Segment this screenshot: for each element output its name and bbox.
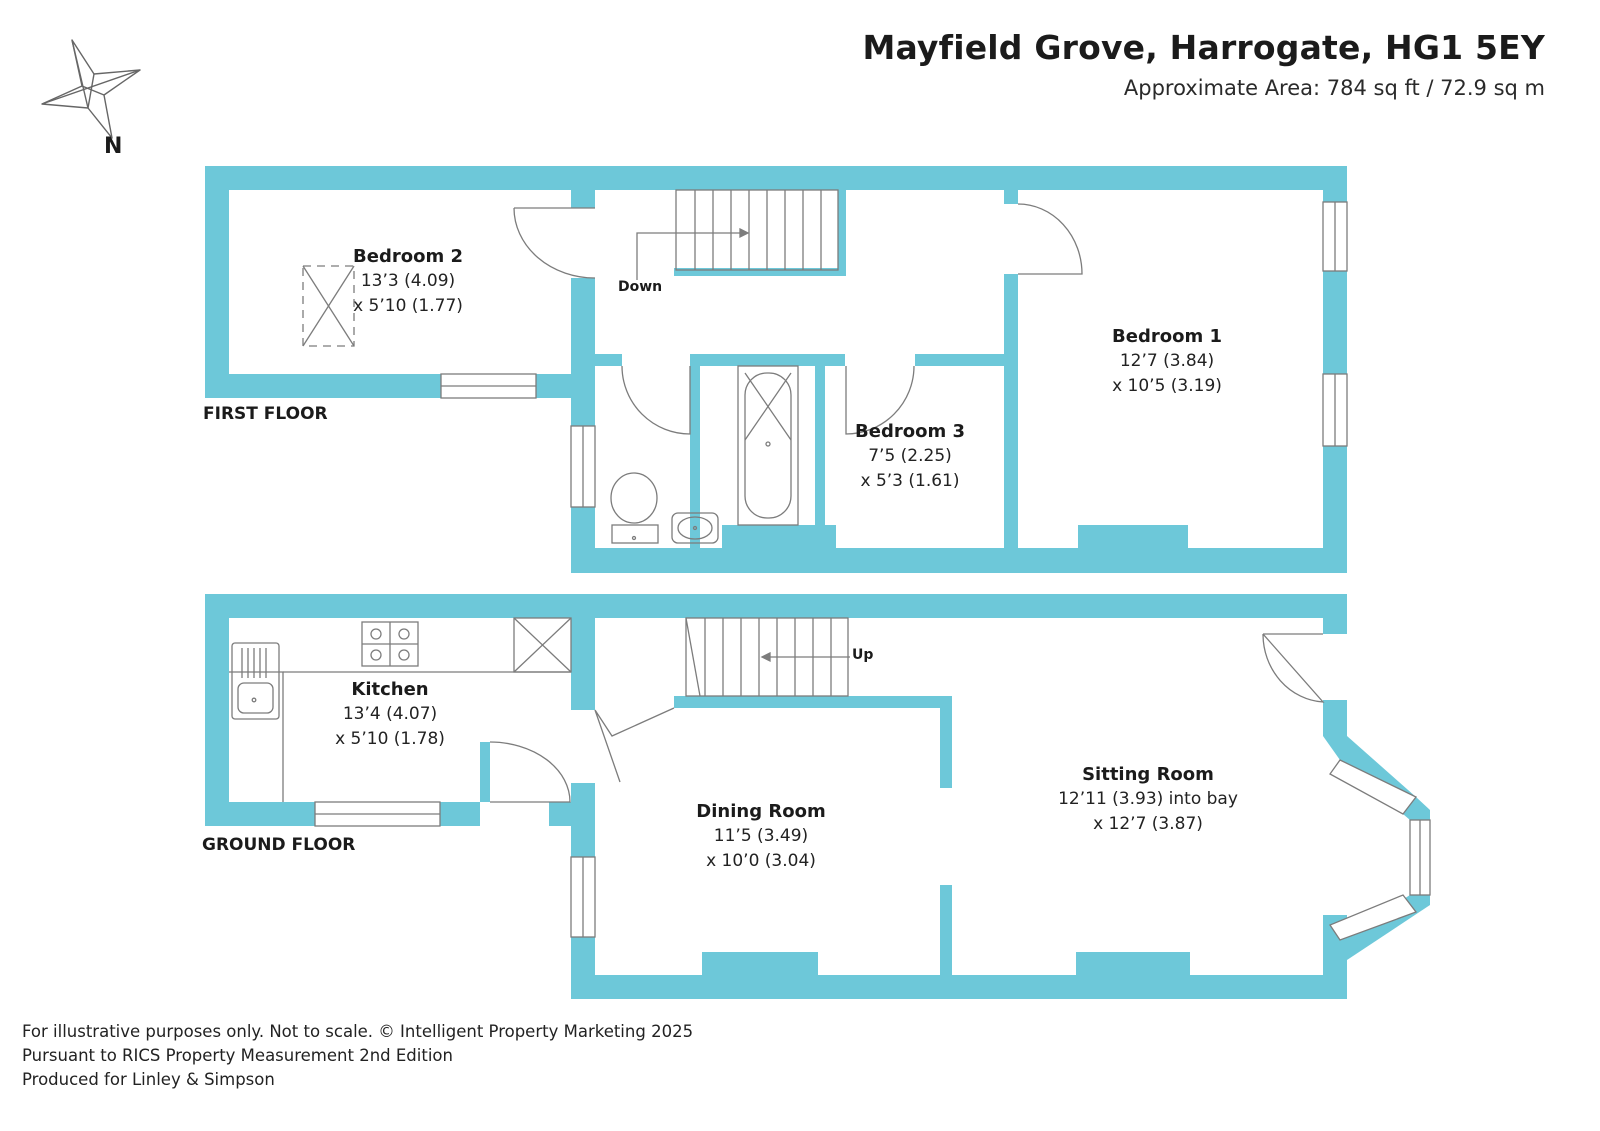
room-dimension: 13’4 (4.07) <box>342 704 438 724</box>
room-name: Bedroom 3 <box>855 421 965 442</box>
page-title: Mayfield Grove, Harrogate, HG1 5EY <box>862 28 1545 67</box>
room-dimension: 12’7 (3.84) <box>1119 351 1215 371</box>
room-dimension: x 5’10 (1.77) <box>353 296 463 316</box>
first-floor-label: FIRST FLOOR <box>203 404 328 424</box>
room-dimension: x 5’10 (1.78) <box>335 729 445 749</box>
fixtures <box>229 189 1431 941</box>
room-bedroom-1: Bedroom 1 12’7 (3.84) x 10’5 (3.19) <box>1112 324 1222 399</box>
first-floor-walls <box>205 166 1347 573</box>
room-dimension: x 5’3 (1.61) <box>860 471 960 491</box>
ground-floor-label: GROUND FLOOR <box>202 835 356 855</box>
room-bedroom-3: Bedroom 3 7’5 (2.25) x 5’3 (1.61) <box>855 419 965 494</box>
footer-line: For illustrative purposes only. Not to s… <box>22 1022 694 1041</box>
north-label: N <box>104 134 123 159</box>
footer-notes: For illustrative purposes only. Not to s… <box>22 1020 693 1092</box>
room-bedroom-2: Bedroom 2 13’3 (4.09) x 5’10 (1.77) <box>353 244 463 319</box>
room-sitting: Sitting Room 12’11 (3.93) into bay x 12’… <box>1058 762 1238 837</box>
room-name: Dining Room <box>696 801 826 822</box>
room-dimension: 12’11 (3.93) into bay <box>1058 789 1238 809</box>
ground-floor-walls <box>205 594 1430 999</box>
footer-line: Pursuant to RICS Property Measurement 2n… <box>22 1046 453 1065</box>
room-name: Bedroom 2 <box>353 246 463 267</box>
stairs-up-label: Up <box>852 647 874 663</box>
room-name: Bedroom 1 <box>1112 326 1222 347</box>
room-dining: Dining Room 11’5 (3.49) x 10’0 (3.04) <box>696 799 825 874</box>
room-dimension: x 12’7 (3.87) <box>1093 814 1203 834</box>
compass-icon <box>41 39 141 139</box>
room-dimension: 7’5 (2.25) <box>868 446 952 466</box>
room-name: Kitchen <box>351 679 429 700</box>
room-dimension: 13’3 (4.09) <box>360 271 456 291</box>
area-summary: Approximate Area: 784 sq ft / 72.9 sq m <box>1123 76 1545 100</box>
room-dimension: x 10’5 (3.19) <box>1112 376 1222 396</box>
room-dimension: x 10’0 (3.04) <box>706 851 816 871</box>
footer-line: Produced for Linley & Simpson <box>22 1070 275 1089</box>
room-dimension: 11’5 (3.49) <box>713 826 809 846</box>
room-kitchen: Kitchen 13’4 (4.07) x 5’10 (1.78) <box>335 677 445 752</box>
stairs-down-label: Down <box>618 279 663 295</box>
room-name: Sitting Room <box>1082 764 1214 785</box>
